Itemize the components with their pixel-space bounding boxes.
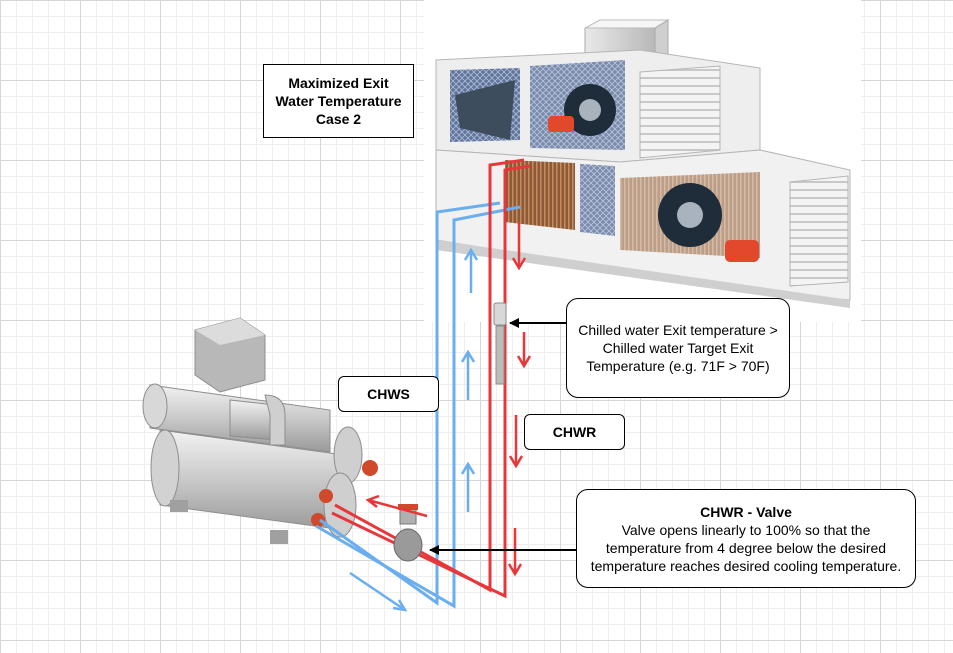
title-line-2: Water Temperature — [275, 93, 402, 109]
valve-callout-line-2: temperature from 4 degree below the desi… — [605, 539, 887, 556]
exit-callout-line-1: Chilled water Exit temperature > — [578, 322, 778, 338]
temperature-sensor — [493, 302, 507, 385]
chwr-label: CHWR — [524, 414, 625, 450]
valve-callout: CHWR - Valve Valve opens linearly to 100… — [576, 489, 916, 588]
chiller — [142, 317, 378, 544]
supply-flow-arrows — [349, 247, 479, 612]
exit-temperature-callout: Chilled water Exit temperature > Chilled… — [566, 298, 790, 398]
exit-callout-line-3: Temperature (e.g. 71F > 70F) — [586, 358, 770, 374]
return-flow-arrows — [365, 222, 532, 577]
exit-callout-line-2: Chilled water Target Exit — [602, 340, 754, 356]
diagram-title: Maximized Exit Water Temperature Case 2 — [263, 64, 414, 138]
valve-callout-line-1: Valve opens linearly to 100% so that the — [621, 521, 871, 538]
air-handling-unit — [424, 0, 861, 322]
title-line-1: Maximized Exit — [288, 75, 389, 91]
valve-callout-title: CHWR - Valve — [700, 503, 792, 520]
title-line-3: Case 2 — [315, 111, 362, 127]
valve-callout-line-3: temperature reaches desired cooling temp… — [590, 557, 902, 574]
chws-label: CHWS — [338, 376, 439, 412]
chwr-valve — [393, 504, 423, 562]
